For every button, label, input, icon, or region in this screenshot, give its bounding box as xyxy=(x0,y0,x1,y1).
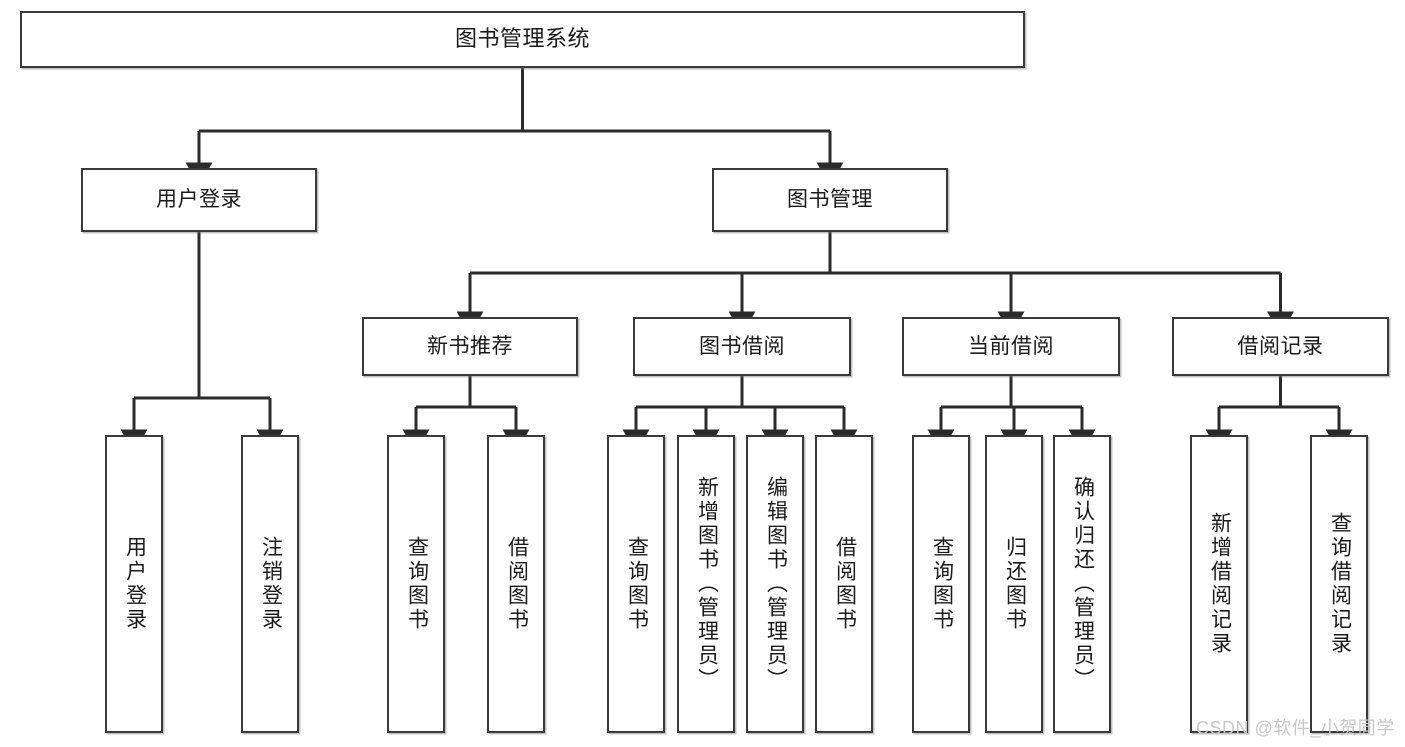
node-leaf-query-record[interactable]: 查询借阅记录 xyxy=(1310,435,1368,733)
node-label: 新书推荐 xyxy=(427,334,513,358)
node-leaf-borrow-book-2[interactable]: 借阅图书 xyxy=(815,435,873,733)
node-label: 借阅图书 xyxy=(833,536,857,632)
node-leaf-edit-book[interactable]: 编辑图书（管理员） xyxy=(746,435,804,733)
node-leaf-confirm-return[interactable]: 确认归还（管理员） xyxy=(1053,435,1111,733)
node-leaf-borrow-book-1[interactable]: 借阅图书 xyxy=(487,435,545,733)
node-label: 编辑图书（管理员） xyxy=(764,476,788,692)
node-label: 新增图书（管理员） xyxy=(695,476,719,692)
node-new-book-rec[interactable]: 新书推荐 xyxy=(362,317,578,376)
node-label: 查询图书 xyxy=(625,536,649,632)
node-root[interactable]: 图书管理系统 xyxy=(20,11,1025,68)
node-label: 图书借阅 xyxy=(699,334,785,358)
node-leaf-logout[interactable]: 注销登录 xyxy=(241,435,299,733)
node-book-borrow[interactable]: 图书借阅 xyxy=(633,317,851,376)
node-label: 确认归还（管理员） xyxy=(1071,476,1095,692)
node-label: 注销登录 xyxy=(259,536,283,632)
csdn-watermark: CSDN @软件_小贺同学 xyxy=(1196,718,1395,738)
node-label: 查询图书 xyxy=(405,536,429,632)
node-user-login[interactable]: 用户登录 xyxy=(81,168,317,232)
node-leaf-add-record[interactable]: 新增借阅记录 xyxy=(1190,435,1248,733)
node-borrow-records[interactable]: 借阅记录 xyxy=(1172,317,1389,376)
node-label: 查询图书 xyxy=(930,536,954,632)
node-leaf-query-book-1[interactable]: 查询图书 xyxy=(387,435,445,733)
node-leaf-add-book[interactable]: 新增图书（管理员） xyxy=(677,435,735,733)
node-leaf-user-login[interactable]: 用户登录 xyxy=(105,435,163,733)
node-leaf-query-book-3[interactable]: 查询图书 xyxy=(912,435,970,733)
node-label: 图书管理 xyxy=(787,188,873,212)
node-label: 图书管理系统 xyxy=(454,26,590,52)
node-label: 查询借阅记录 xyxy=(1328,512,1352,656)
node-leaf-return-book[interactable]: 归还图书 xyxy=(985,435,1043,733)
node-label: 用户登录 xyxy=(123,536,147,632)
node-label: 借阅记录 xyxy=(1237,334,1324,358)
node-label: 当前借阅 xyxy=(968,334,1054,358)
node-label: 新增借阅记录 xyxy=(1208,512,1232,656)
node-label: 归还图书 xyxy=(1003,536,1027,632)
node-current-borrow[interactable]: 当前借阅 xyxy=(902,317,1120,376)
node-label: 借阅图书 xyxy=(505,536,529,632)
node-leaf-query-book-2[interactable]: 查询图书 xyxy=(607,435,665,733)
node-label: 用户登录 xyxy=(156,188,242,212)
node-book-manage[interactable]: 图书管理 xyxy=(712,168,948,232)
